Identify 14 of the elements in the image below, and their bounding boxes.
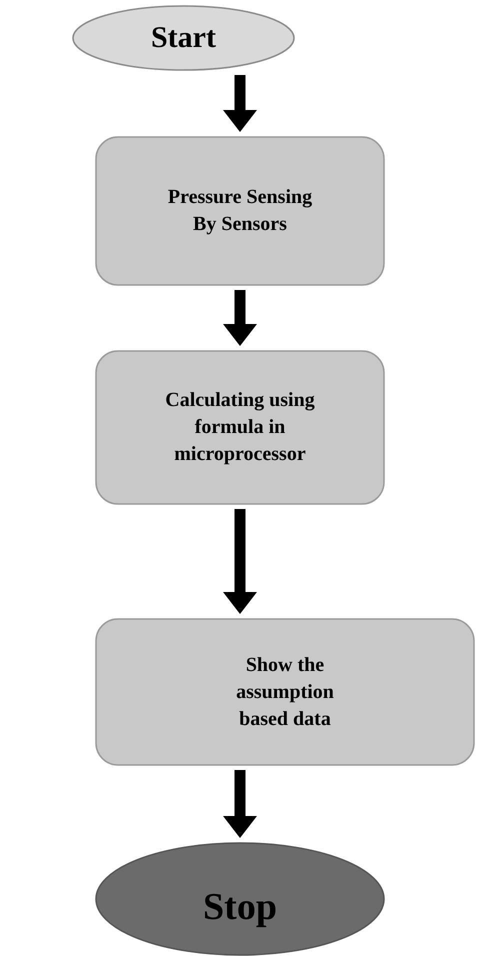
arrow: [223, 509, 257, 614]
process-box: [95, 350, 385, 505]
arrow: [223, 770, 257, 838]
process-box: [95, 136, 385, 286]
process-box: [95, 618, 475, 766]
stop-terminal: [95, 842, 385, 956]
node-text: Start: [151, 20, 216, 56]
node-text: Pressure Sensing By Sensors: [166, 185, 314, 237]
node-text: Calculating using formula in microprocessor: [164, 388, 316, 467]
node-text: Stop: [203, 885, 277, 930]
node-text: Show the assumption based data: [235, 652, 335, 732]
arrow: [223, 75, 257, 132]
arrow: [223, 290, 257, 346]
start-terminal: [72, 5, 295, 71]
